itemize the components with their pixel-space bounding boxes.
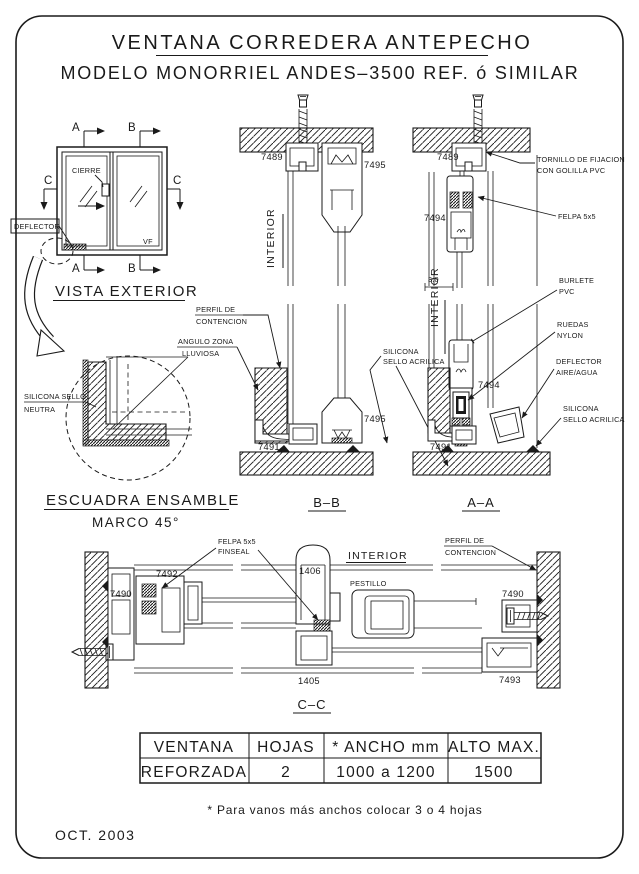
profile-7490-left: 7490 xyxy=(110,589,132,599)
profile-7495-bottom: 7495 xyxy=(364,414,386,424)
drawing-title: VENTANA CORREDERA ANTEPECHO xyxy=(112,32,533,54)
perfil-contencion-cc-2: CONTENCION xyxy=(445,548,496,557)
silicona-acrilica-center-1: SILICONA xyxy=(383,347,419,356)
section-bb: 7489 7495 INTERIOR 7491 7495 PERFIL DE C… xyxy=(177,94,449,512)
silicona-neutra-label-1: SILICONA SELLO xyxy=(24,392,86,401)
marker-c-left: C xyxy=(44,175,52,187)
section-cc: 7490 7492 1406 1405 PESTILLO 7490 7493 F… xyxy=(71,536,561,714)
interior-label-aa: INTERIOR xyxy=(429,267,441,327)
section-markers: A B C C A B xyxy=(40,122,184,275)
vf-label: VF xyxy=(143,237,153,246)
profile-7491-bb: 7491 xyxy=(258,442,280,452)
wall-left xyxy=(84,551,109,689)
profile-7492: 7492 xyxy=(156,569,178,579)
pestillo-label: PESTILLO xyxy=(350,579,387,588)
deflector-label: DEFLECTOR xyxy=(14,222,60,231)
profile-7489-aa: 7489 xyxy=(437,152,459,162)
marker-a-bottom: A xyxy=(72,263,80,275)
interior-label-bb: INTERIOR xyxy=(265,208,277,268)
perfil-contencion-label-2: CONTENCION xyxy=(196,317,247,326)
silicone-bead xyxy=(526,445,540,452)
table-cell-hojas: 2 xyxy=(281,764,291,781)
silicona-acrilica-right-1: SILICONA xyxy=(563,404,599,413)
detail-caption: ESCUADRA ENSAMBLE xyxy=(46,492,240,509)
drawing-subtitle: MODELO MONORRIEL ANDES–3500 REF. ó SIMIL… xyxy=(60,63,579,83)
interlock-1405 xyxy=(295,630,333,666)
silicone-bead xyxy=(346,445,360,452)
table-cell-ancho: 1000 a 1200 xyxy=(336,764,435,781)
slide-arrow-icon xyxy=(96,202,105,210)
section-cc-caption: C–C xyxy=(297,697,326,712)
spec-table: VENTANA HOJAS * ANCHO mm ALTO MAX. REFOR… xyxy=(139,732,542,784)
profile-7489-bb: 7489 xyxy=(261,152,283,162)
angulo-label-1: ANGULO ZONA xyxy=(178,337,233,346)
silicone-bead xyxy=(276,445,290,452)
profile-7490-right: 7490 xyxy=(502,589,524,599)
elevation-view: CIERRE VF A B C C A B DEFLECTOR VISTA EX… xyxy=(10,122,198,301)
profile-7491-aa: 7491 xyxy=(430,442,452,452)
table-header-ventana: VENTANA xyxy=(154,739,234,756)
table-cell-alto: 1500 xyxy=(474,764,513,781)
sill-aa xyxy=(412,451,551,476)
table-header-alto: ALTO MAX. xyxy=(448,739,540,756)
glass-mark-left xyxy=(79,185,98,208)
burlete-label-1: BURLETE xyxy=(559,276,594,285)
silicona-acrilica-center-2: SELLO ACRILICA xyxy=(383,357,445,366)
section-aa: 7489 TORNILLO DE FIJACION CON GOLILLA PV… xyxy=(412,94,625,512)
felpa-label-aa: FELPA 5x5 xyxy=(558,212,596,221)
silicona-neutra-label-2: NEUTRA xyxy=(24,405,55,414)
silicone-bead-horizontal xyxy=(82,439,170,447)
cierre-label: CIERRE xyxy=(72,166,101,175)
profile-7494-top: 7494 xyxy=(424,213,446,223)
elevation-caption: VISTA EXTERIOR xyxy=(55,283,198,300)
latch-body xyxy=(351,589,415,639)
felpa-finseal-label-1: FELPA 5x5 xyxy=(218,537,256,546)
sill-bb xyxy=(239,451,374,476)
profile-7493: 7493 xyxy=(499,675,521,685)
angle-bracket xyxy=(87,361,167,441)
marker-b-top: B xyxy=(128,122,136,134)
angulo-label-2: LLUVIOSA xyxy=(182,349,219,358)
wall-right xyxy=(536,551,561,689)
ruedas-label-1: RUEDAS xyxy=(557,320,589,329)
profile-1406: 1406 xyxy=(299,566,321,576)
glass-mark-right xyxy=(129,185,148,208)
marker-b-bottom: B xyxy=(128,263,136,275)
deflector-wedge xyxy=(63,243,87,251)
profile-1405: 1405 xyxy=(298,676,320,686)
profile-7495-top: 7495 xyxy=(364,160,386,170)
silicona-acrilica-right-2: SELLO ACRILICA xyxy=(563,415,625,424)
interior-label-cc: INTERIOR xyxy=(348,550,408,562)
miter-line xyxy=(112,356,189,430)
reference-arrow xyxy=(24,255,66,357)
tornillo-label-2: CON GOLILLA PVC xyxy=(537,166,605,175)
footnote: * Para vanos más anchos colocar 3 o 4 ho… xyxy=(207,803,482,817)
detail-circle xyxy=(65,355,191,481)
deflector-aa-label-2: AIRE/AGUA xyxy=(556,368,598,377)
tornillo-label-1: TORNILLO DE FIJACION xyxy=(537,155,625,164)
profile-7494-bottom: 7494 xyxy=(478,380,500,390)
date-label: OCT. 2003 xyxy=(55,827,135,843)
detail-subcaption: MARCO 45° xyxy=(92,515,180,530)
table-header-hojas: HOJAS xyxy=(257,739,315,756)
section-bb-caption: B–B xyxy=(313,495,341,510)
perfil-contencion-cc-1: PERFIL DE xyxy=(445,536,484,545)
glass-dimension: 3.0 xyxy=(428,275,439,284)
perfil-contencion-label-1: PERFIL DE xyxy=(196,305,235,314)
felpa-finseal-label-2: FINSEAL xyxy=(218,547,250,556)
burlete-label-2: PVC xyxy=(559,287,575,296)
deflector-detail-circle xyxy=(40,237,74,265)
table-cell-reforzada: REFORZADA xyxy=(141,764,247,781)
section-aa-caption: A–A xyxy=(467,495,495,510)
silicone-bead xyxy=(440,445,454,452)
marker-c-right: C xyxy=(173,175,181,187)
title-block: VENTANA CORREDERA ANTEPECHO MODELO MONOR… xyxy=(60,32,579,83)
detail-escuadra: SILICONA SELLO NEUTRA ESCUADRA ENSAMBLE … xyxy=(24,355,240,530)
deflector-aa-label-1: DEFLECTOR xyxy=(556,357,602,366)
table-header-ancho: * ANCHO mm xyxy=(332,739,440,756)
ruedas-label-2: NYLON xyxy=(557,331,583,340)
marker-a-top: A xyxy=(72,122,80,134)
latch-symbol xyxy=(101,183,110,197)
